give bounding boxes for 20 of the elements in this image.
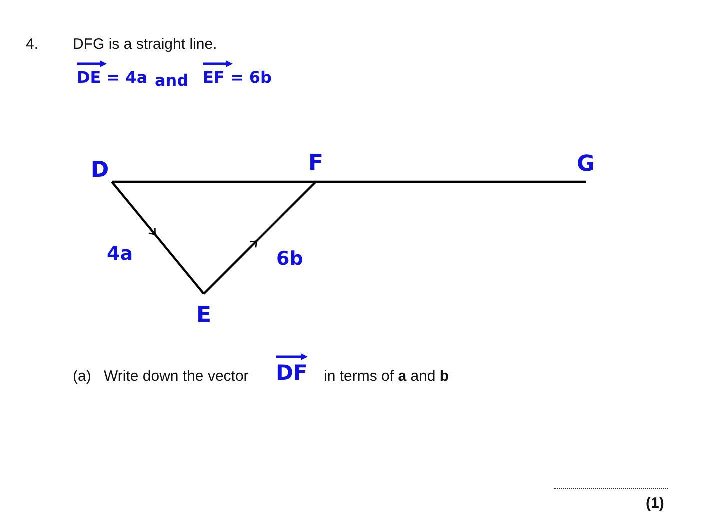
- edge-label: 4a: [107, 244, 134, 264]
- question-text: in terms of a and b: [324, 368, 450, 385]
- point-label: G: [574, 146, 598, 182]
- point-label: D: [88, 158, 112, 182]
- question-number: 4.: [26, 36, 39, 53]
- question-text: DFG is a straight line.: [73, 36, 218, 53]
- question-text: Write down the vector: [104, 368, 249, 385]
- connector-word: and: [155, 71, 189, 90]
- line-segment: [112, 180, 316, 184]
- part-label: (a): [73, 368, 92, 385]
- vector-label: DE = 4a: [77, 68, 148, 87]
- marks-label: (1): [646, 495, 664, 512]
- edge-label: 6b: [276, 250, 304, 268]
- vector-line: [203, 181, 317, 295]
- point-label: E: [182, 294, 226, 336]
- point-label: F: [304, 144, 328, 182]
- vector-line: [111, 181, 205, 295]
- line-segment: [316, 180, 586, 184]
- vector-label: DF: [276, 361, 308, 385]
- vector-label: EF = 6b: [203, 68, 272, 87]
